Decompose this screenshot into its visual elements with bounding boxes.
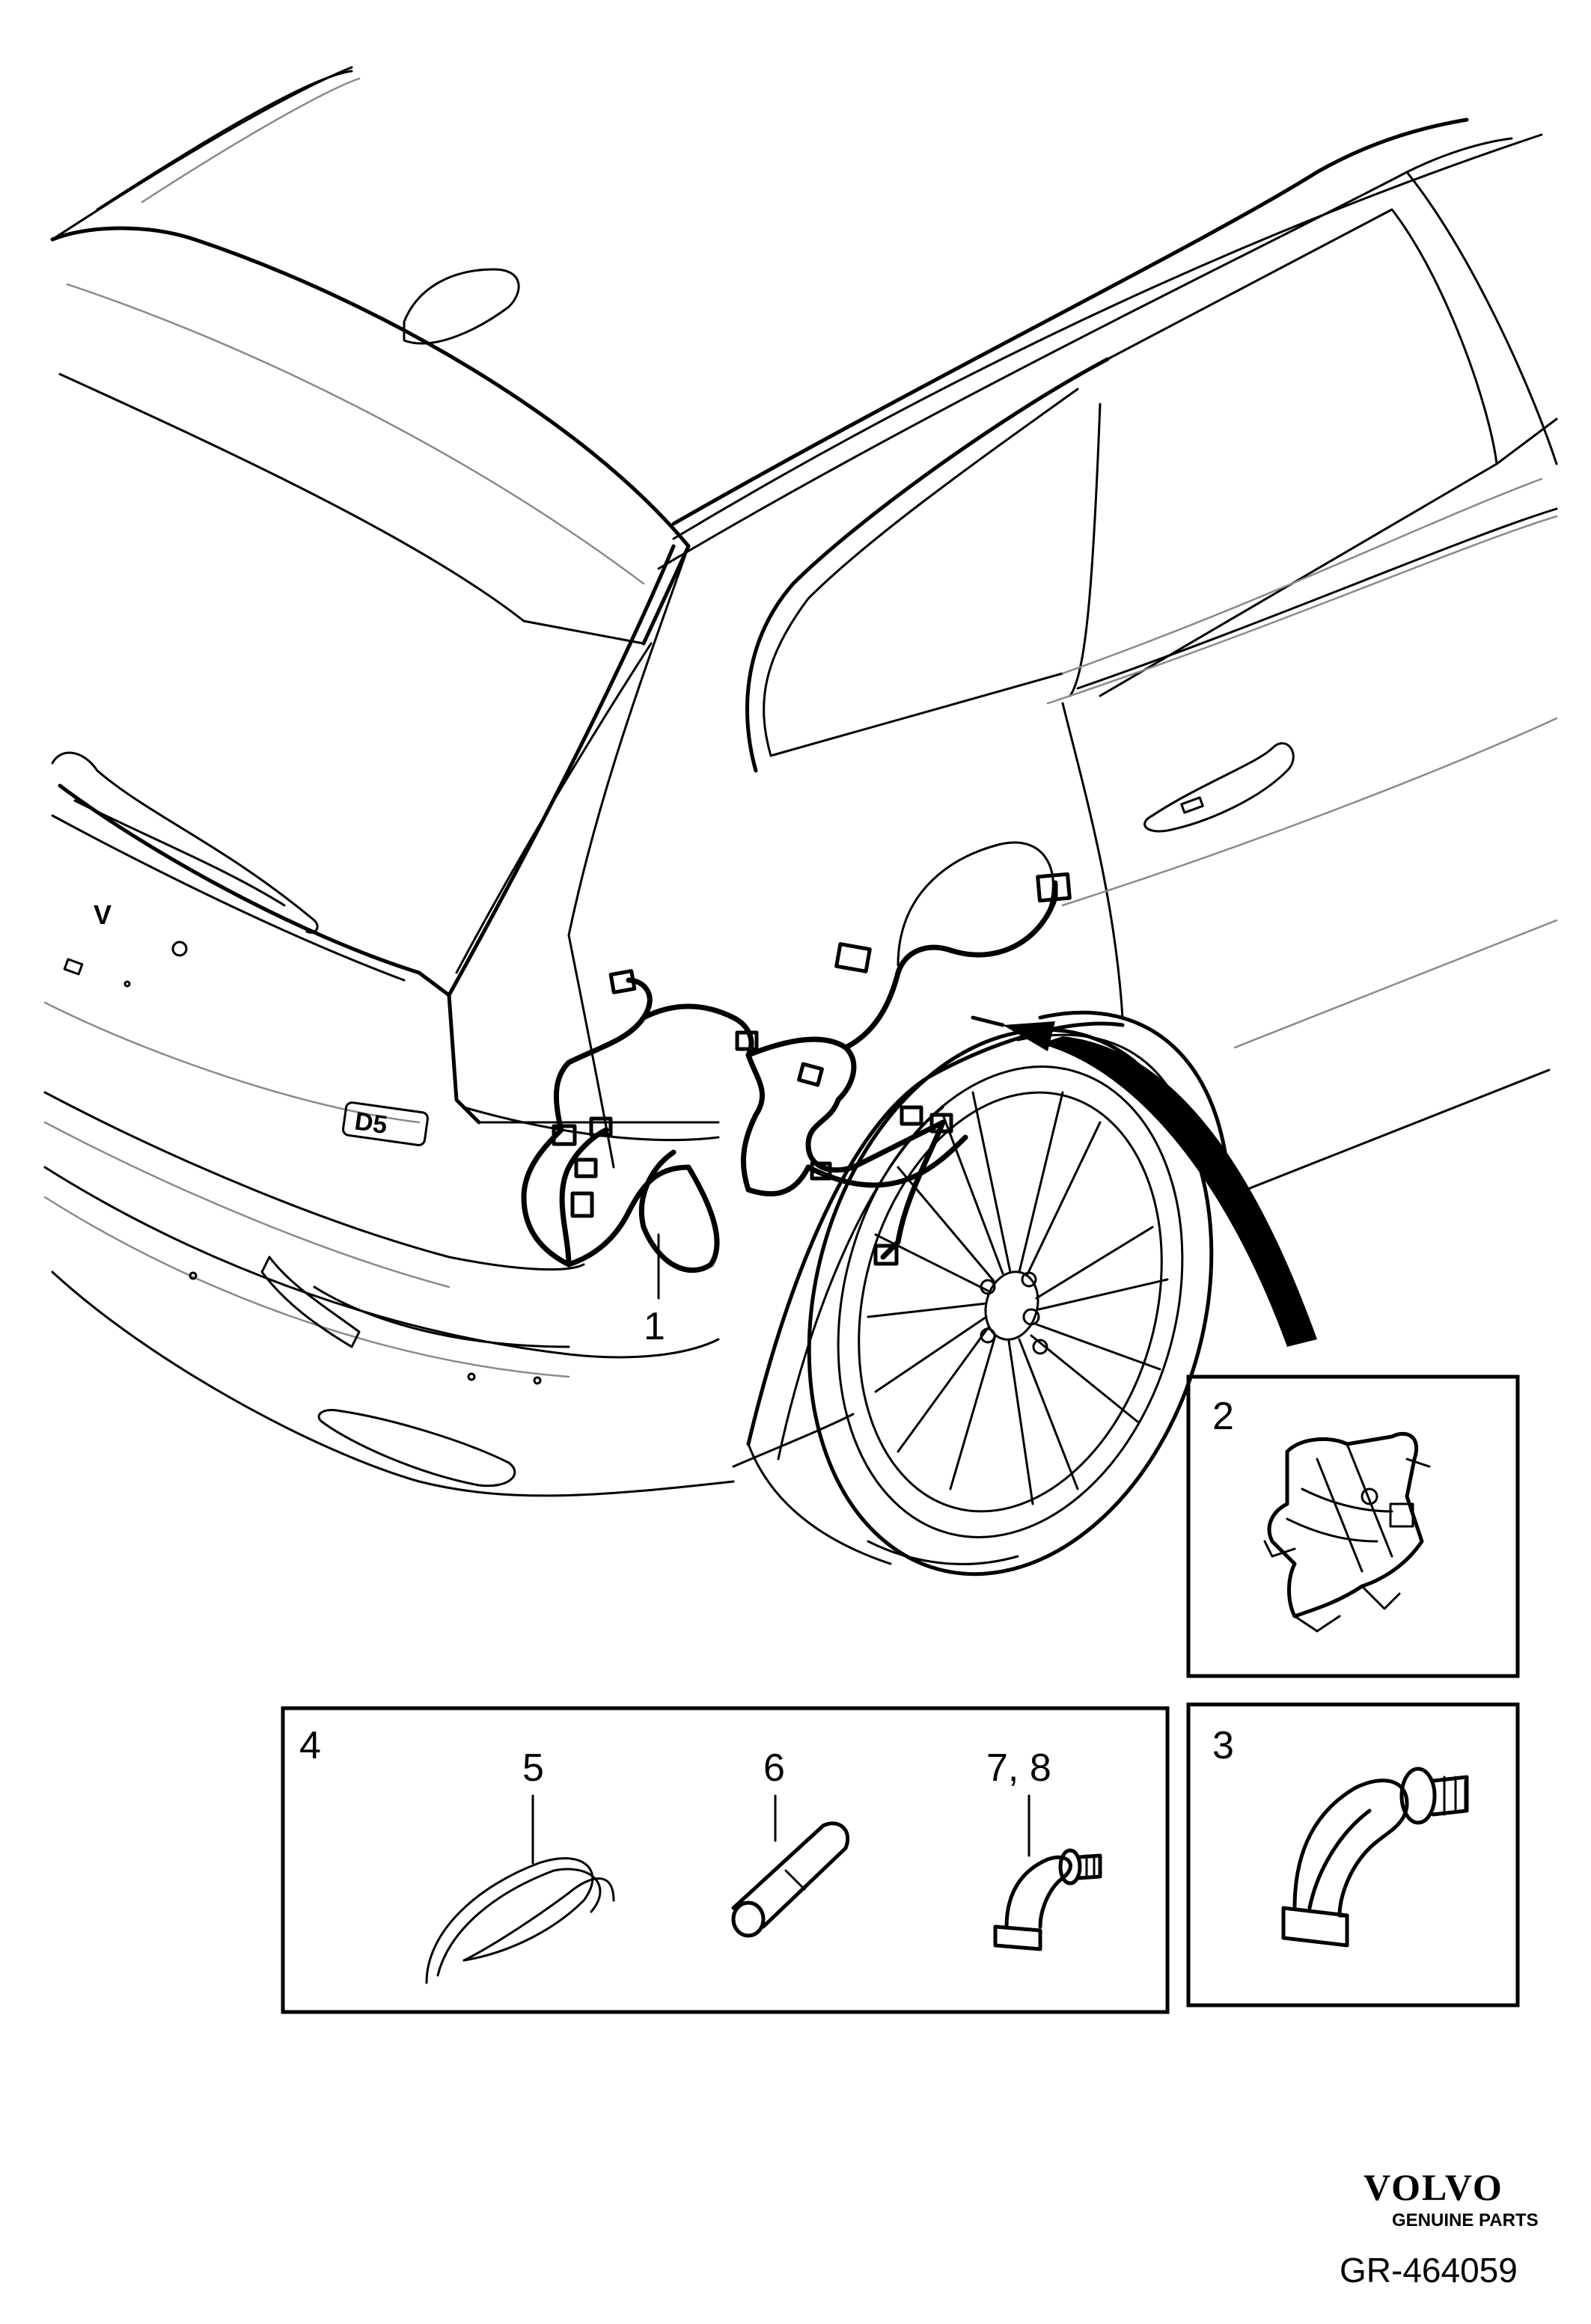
callout-7-8: 7, 8 [986, 1746, 1051, 1790]
wiring-harness [521, 872, 1072, 1300]
kit-frame [281, 1706, 1170, 2014]
clip-frame [1186, 1702, 1520, 2007]
bracket-frame [1186, 1374, 1520, 1678]
brand-block: VOLVO GENUINE PARTS [1364, 2166, 1539, 2230]
detail-box-2: 2 [1186, 1374, 1520, 1678]
cable-part [425, 1857, 615, 1984]
emblem-letter: V [94, 899, 112, 930]
kit-box-4: 4 5 6 7, 8 [281, 1706, 1170, 2014]
callout-4: 4 [299, 1724, 321, 1767]
callout-2: 2 [1212, 1395, 1234, 1438]
vehicle-illustration: V D5 [43, 66, 1558, 1497]
diagram-reference: GR-464059 [1340, 2251, 1518, 2290]
callout-3: 3 [1212, 1724, 1234, 1767]
callout-6: 6 [763, 1746, 785, 1790]
rear-wheel [746, 1021, 1214, 1577]
callout-5: 5 [522, 1746, 544, 1790]
model-badge: D5 [352, 1107, 388, 1140]
callout-1: 1 [644, 1305, 665, 1348]
brand-name: VOLVO [1364, 2166, 1503, 2208]
clip-part [1281, 1767, 1469, 1948]
fuse-part [731, 1821, 850, 1938]
detail-arrow [971, 1015, 1317, 1347]
brand-tagline: GENUINE PARTS [1392, 2210, 1539, 2230]
small-clip-part [993, 1848, 1102, 1951]
detail-box-3: 3 [1186, 1702, 1520, 2007]
bracket-part [1263, 1431, 1431, 1633]
